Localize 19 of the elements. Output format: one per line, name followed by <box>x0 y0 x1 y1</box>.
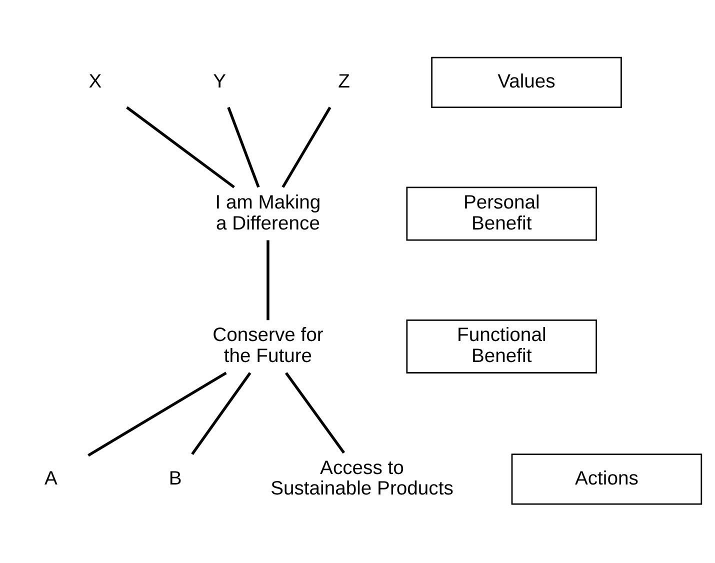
node-text: Z <box>338 70 350 93</box>
node-box: Functional Benefit <box>406 320 598 374</box>
node-text: Access to Sustainable Products <box>270 456 454 500</box>
node-text: B <box>168 467 182 490</box>
connector <box>282 106 332 188</box>
connector <box>266 240 270 320</box>
node-text: Conserve for the Future <box>212 324 324 367</box>
connector <box>88 372 227 457</box>
connector <box>227 106 260 188</box>
node-text: I am Making a Difference <box>215 192 321 234</box>
connector <box>191 372 252 455</box>
connector <box>284 372 346 454</box>
node-box: Values <box>431 56 622 108</box>
connector <box>126 106 235 188</box>
node-text: A <box>44 467 58 490</box>
node-text: Y <box>213 70 226 93</box>
node-box: Actions <box>511 454 702 505</box>
node-text: X <box>88 70 102 93</box>
node-box: Personal Benefit <box>406 186 598 241</box>
